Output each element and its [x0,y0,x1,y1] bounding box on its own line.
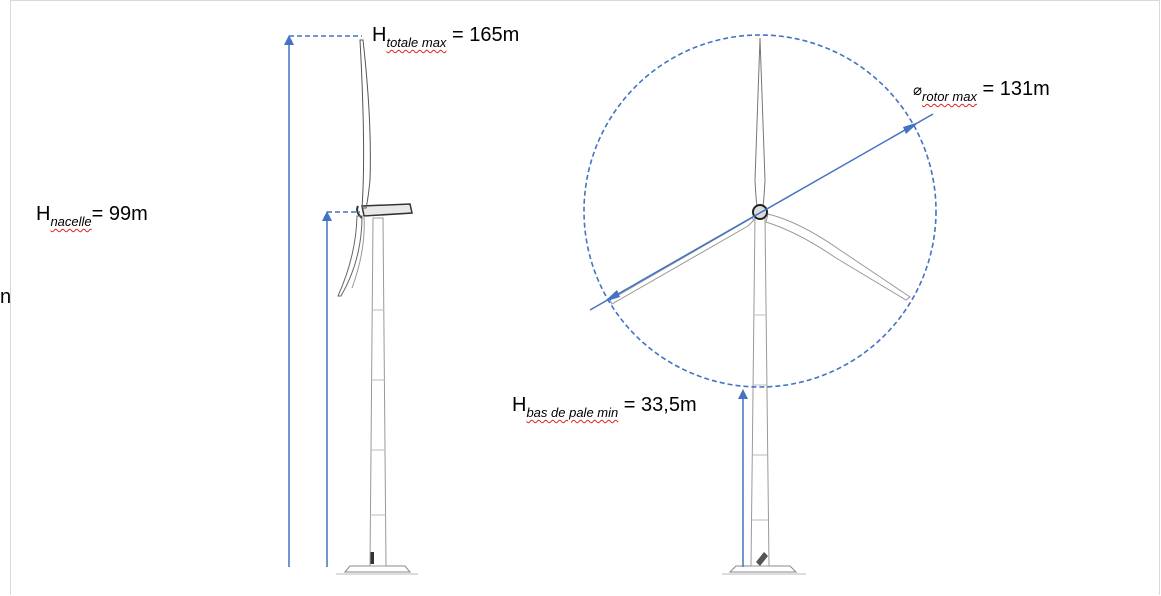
label-h-totale-subscript: totale max [386,35,447,50]
label-rotor-diameter: ⌀rotor max = 131m [913,78,1050,104]
side-view-turbine [336,39,418,575]
label-h-totale-value: = 165m [446,24,520,46]
side-foundation [343,565,412,573]
label-h-bas-pale-value: = 33,5m [618,394,697,416]
label-h-nacelle: Hnacelle= 99m [36,203,148,229]
label-h-bas-pale: Hbas de pale min = 33,5m [512,394,697,420]
front-foundation [728,565,798,573]
side-blade-down [337,215,363,297]
cropped-text-fragment: n [0,286,12,308]
front-dimensions [583,34,937,567]
label-h-nacelle-symbol: H [36,203,51,225]
label-rotor-symbol: ⌀ [913,82,923,99]
label-h-nacelle-value: = 99m [91,203,148,225]
front-blade-up [754,37,766,207]
side-nacelle [361,203,413,217]
label-h-totale: Htotale max = 165m [372,24,520,50]
label-h-totale-symbol: H [372,24,387,46]
figure-frame [10,0,1160,595]
front-tower [750,217,770,567]
front-view-turbine [609,37,911,575]
label-h-bas-pale-symbol: H [512,394,527,416]
rotor-diameter-line [589,113,934,311]
label-rotor-subscript: rotor max [922,89,977,104]
side-tower [369,217,387,567]
front-blade-left [609,217,755,305]
front-blade-right [765,213,911,301]
label-rotor-value: = 131m [976,78,1050,100]
side-dimensions [284,35,362,567]
label-h-nacelle-subscript: nacelle [50,214,92,229]
rotor-arrow-left [604,290,620,302]
rotor-swept-circle [583,34,937,388]
side-door [370,552,374,564]
label-h-bas-pale-subscript: bas de pale min [526,405,619,420]
front-door [756,552,768,566]
rotor-arrow-right [903,122,919,134]
side-blade-up [359,39,371,209]
